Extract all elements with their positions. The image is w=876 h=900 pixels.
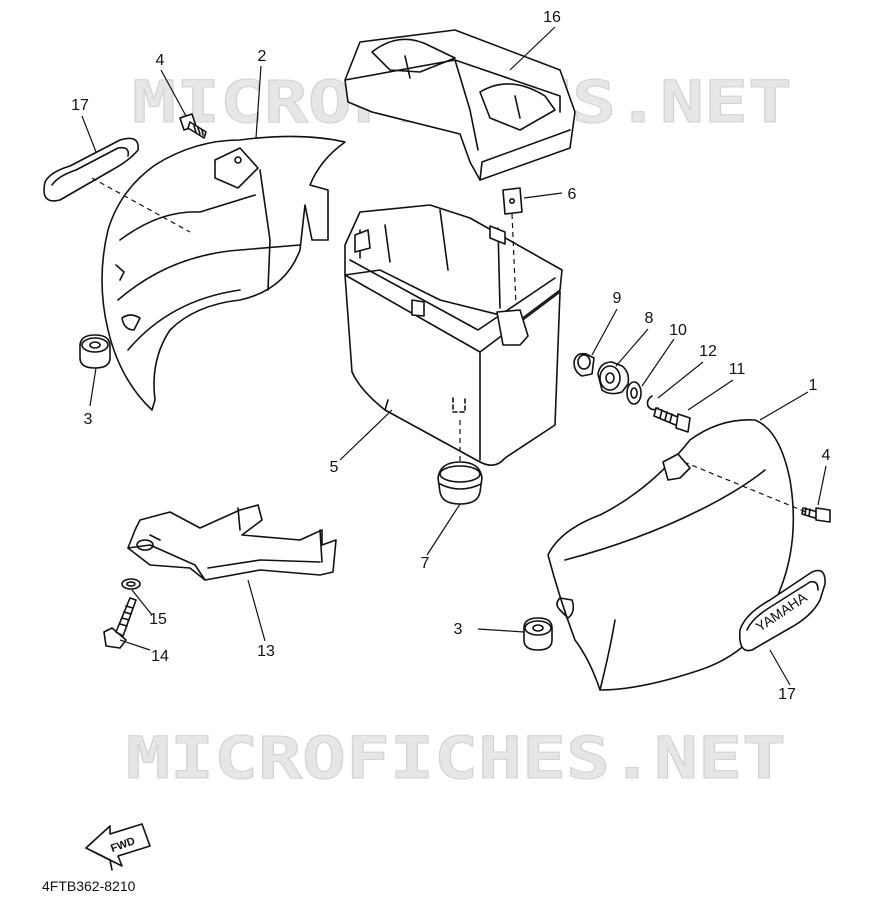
screw-part-4-left	[179, 113, 207, 139]
washer-part-15	[121, 578, 141, 590]
diagram-code: 4FTB362-8210	[42, 878, 136, 894]
damper-part-8	[597, 361, 630, 395]
callout-15: 15	[149, 611, 167, 628]
bolt-part-11	[653, 407, 691, 433]
callout-7: 7	[421, 555, 430, 572]
callout-14: 14	[151, 648, 169, 665]
battery-cover-part	[344, 29, 576, 181]
fwd-arrow-icon	[85, 823, 151, 871]
callout-17-left: 17	[71, 97, 89, 114]
callout-1: 1	[809, 377, 818, 394]
watermark-bottom: MICROFICHES.NET	[126, 724, 786, 792]
collar-part-9	[573, 352, 595, 377]
leader-lines	[81, 26, 827, 686]
callout-4-left: 4	[156, 52, 165, 69]
callout-numbers: 4 2 17 3 16 6 9 8 10 12 11 1 4 5 7 3 15 …	[71, 9, 830, 703]
callout-5: 5	[330, 459, 339, 476]
battery-box-part	[344, 204, 563, 466]
assembly-lines	[91, 177, 807, 513]
callout-3-right: 3	[454, 621, 463, 638]
callout-2: 2	[258, 48, 267, 65]
callout-16: 16	[543, 9, 561, 26]
grommet-part-3-left	[79, 334, 111, 369]
bracket-part-13	[127, 504, 337, 581]
callout-13: 13	[257, 643, 275, 660]
grommet-part-7	[437, 461, 483, 505]
right-side-cover-part	[547, 419, 795, 691]
spring-washer-part-12	[646, 395, 659, 411]
callout-3-left: 3	[84, 411, 93, 428]
bolt-part-14	[103, 597, 137, 649]
callout-6: 6	[568, 186, 577, 203]
callout-9: 9	[613, 290, 622, 307]
right-emblem-part	[738, 569, 826, 652]
left-side-cover-part	[101, 135, 346, 411]
washer-part-10	[626, 381, 642, 405]
callout-17-right: 17	[778, 686, 796, 703]
callout-10: 10	[669, 322, 687, 339]
callout-11: 11	[729, 361, 746, 378]
callout-8: 8	[645, 310, 654, 327]
grommet-part-3-right	[523, 617, 553, 651]
callout-12: 12	[699, 343, 717, 360]
clip-part-6	[502, 187, 523, 215]
callout-4-right: 4	[822, 447, 831, 464]
screw-part-4-right	[801, 507, 831, 523]
left-emblem-part	[43, 137, 139, 202]
